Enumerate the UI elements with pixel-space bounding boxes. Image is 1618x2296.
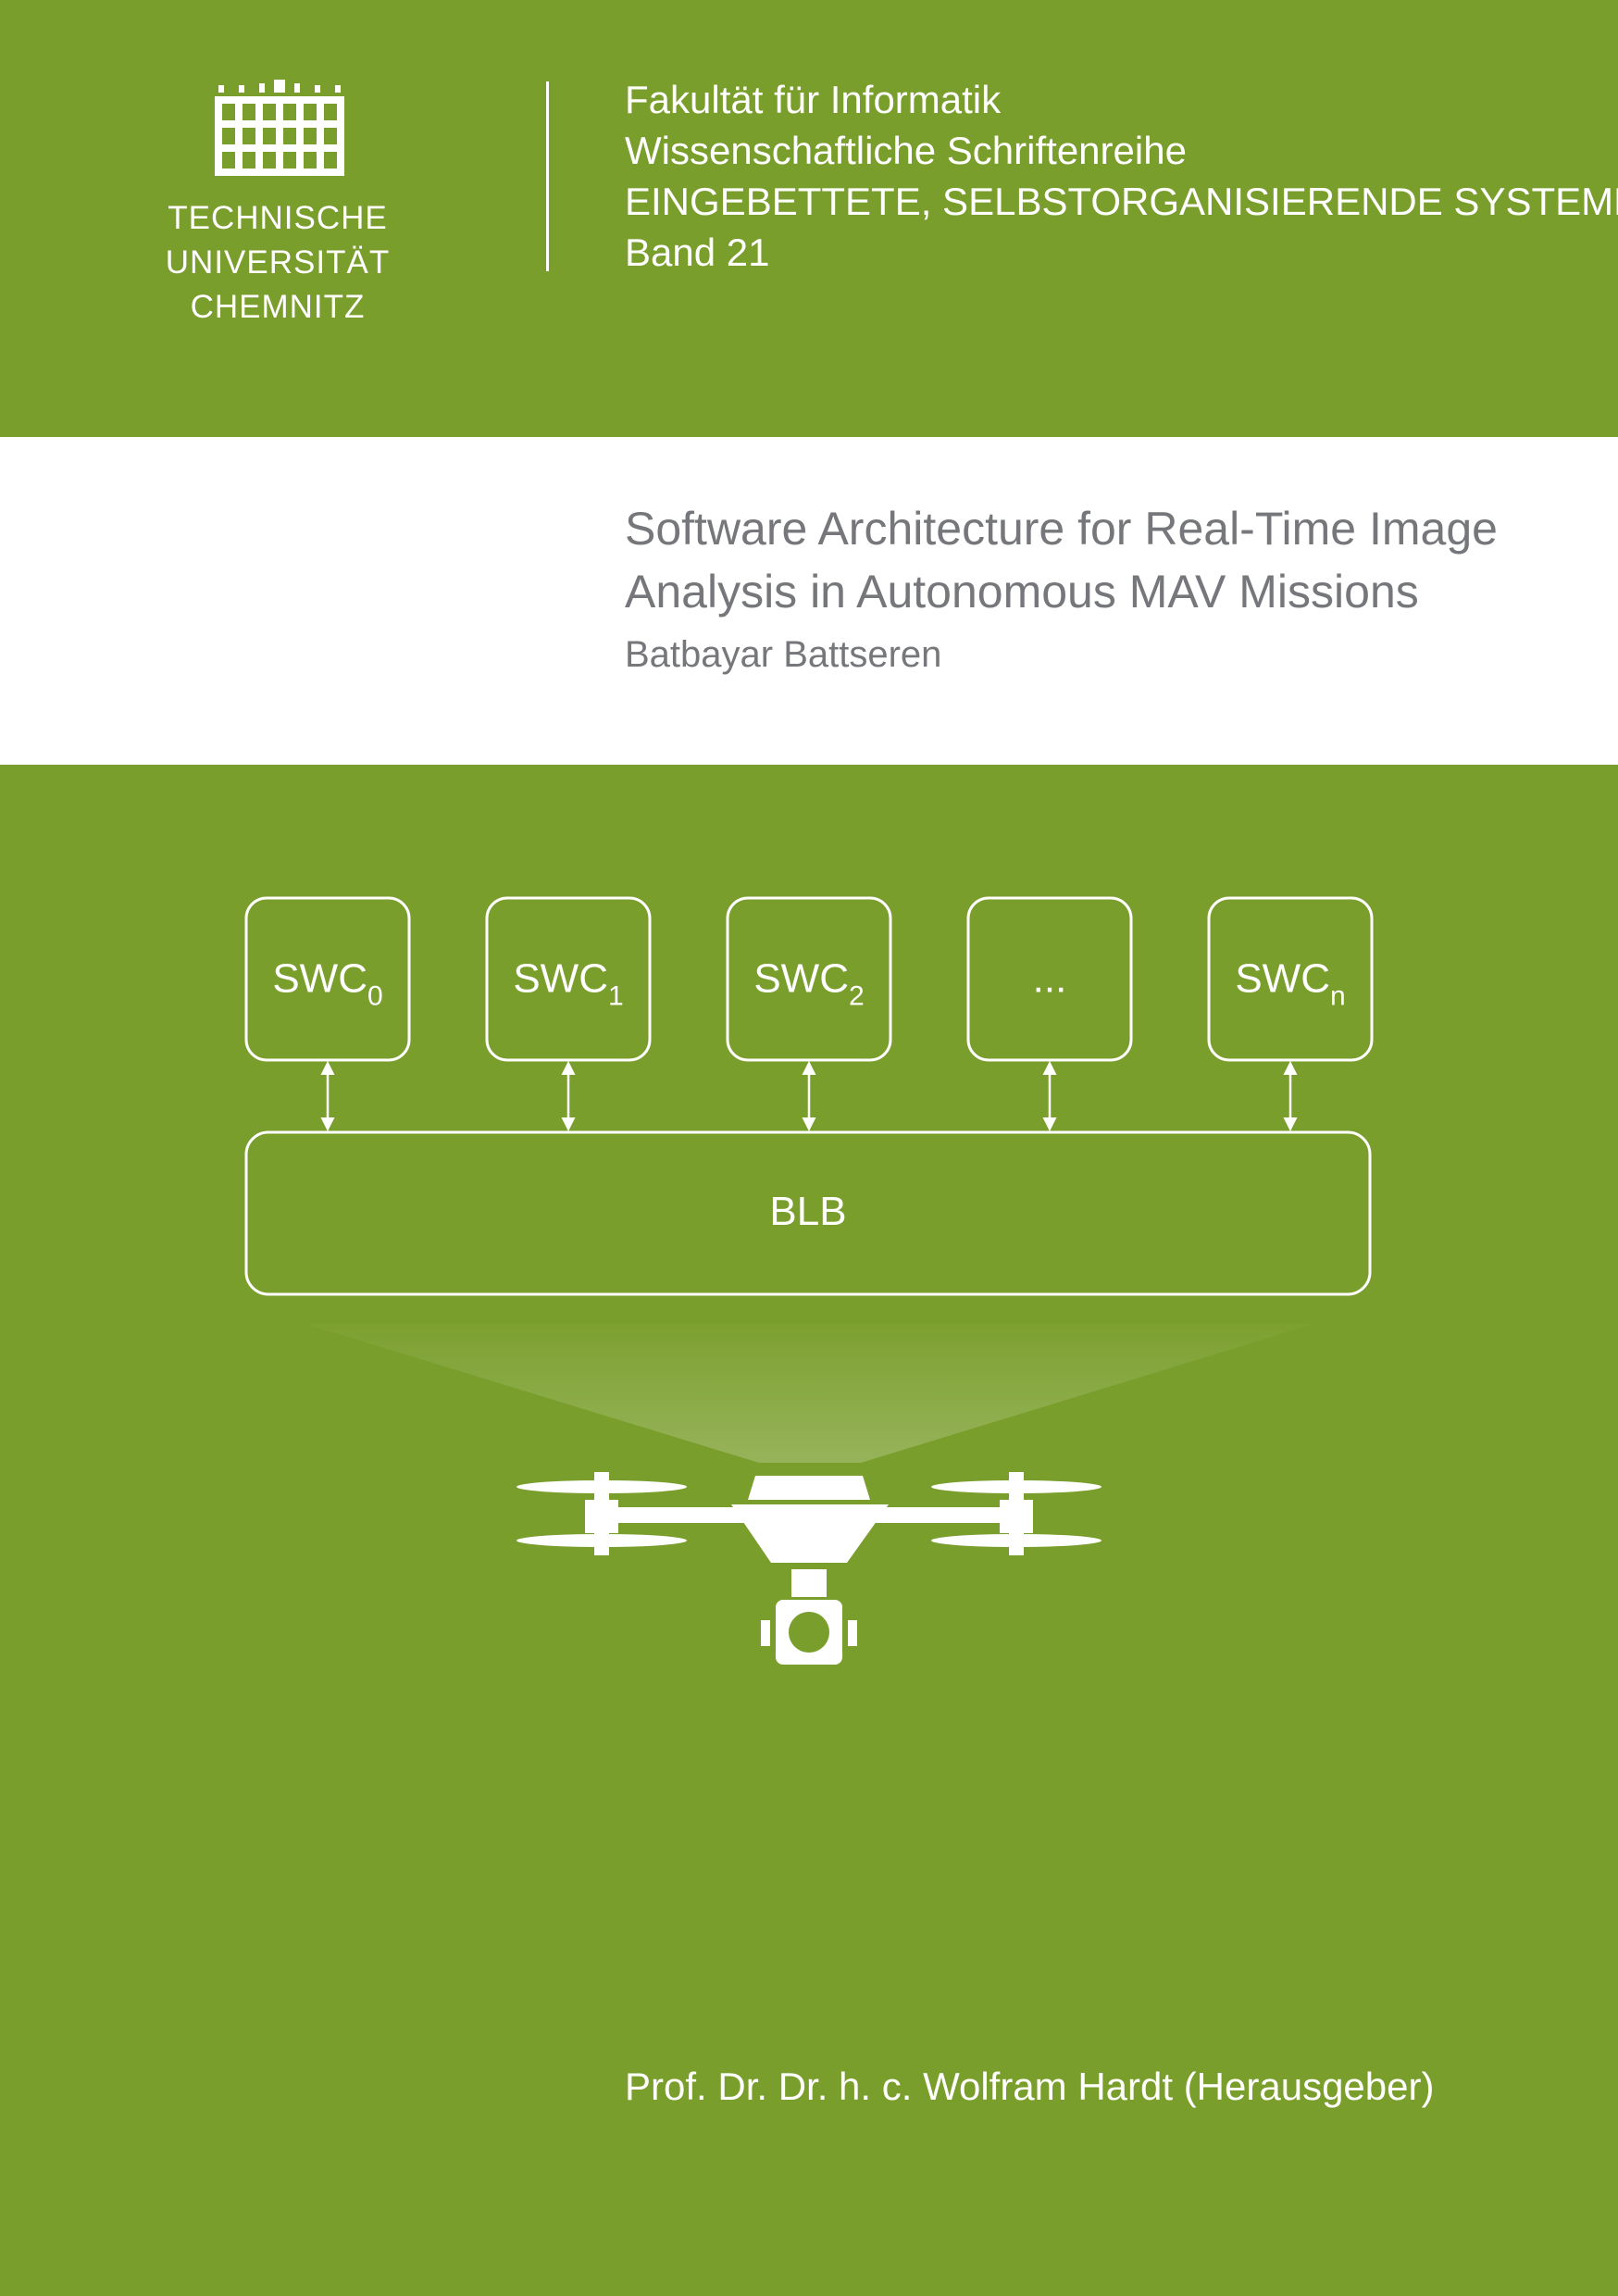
series-label: Wissenschaftliche Schriftenreihe [625,129,1187,172]
book-author: Batbayar Battseren [625,634,942,675]
blb-label: BLB [769,1189,846,1234]
software-component-box: SWC2 [726,896,892,1062]
book-title: Software Architecture for Real-Time Imag… [625,497,1569,623]
blb-bus: BLB [244,1130,1372,1296]
title-block: Software Architecture for Real-Time Imag… [625,497,1569,682]
software-component-label: ... [1033,956,1067,1002]
drone-icon [517,1472,1101,1665]
book-title-line2: Analysis in Autonomous MAV Missions [625,566,1419,618]
header-divider [546,81,549,271]
software-component-box: SWC0 [244,896,411,1062]
university-logo: TECHNISCHE UNIVERSITÄT CHEMNITZ [56,74,500,325]
university-name: TECHNISCHE UNIVERSITÄT CHEMNITZ [56,196,500,330]
software-component-label: SWC0 [272,956,382,1012]
series-name: EINGEBETTETE, SELBSTORGANISIERENDE SYSTE… [625,180,1618,223]
software-component-box: SWCn [1207,896,1374,1062]
camera-beam [305,1324,1314,1463]
title-band [0,437,1618,765]
university-building-icon [215,80,344,176]
editor-credit: Prof. Dr. Dr. h. c. Wolfram Hardt (Herau… [625,2065,1435,2108]
header-band [0,0,1618,437]
software-component-label: SWC2 [753,956,864,1012]
university-name-line1: TECHNISCHE UNIVERSITÄT [165,200,391,281]
software-component-box: SWC1 [485,896,652,1062]
university-name-line2: CHEMNITZ [190,289,366,325]
volume-number: Band 21 [625,231,770,274]
software-component-label: SWCn [1235,956,1345,1012]
series-info: Fakultät für Informatik Wissenschaftlich… [625,74,1618,278]
software-component-box: ... [966,896,1133,1062]
faculty-name: Fakultät für Informatik [625,78,1002,121]
book-title-line1: Software Architecture for Real-Time Imag… [625,503,1498,555]
architecture-diagram: SWC0 SWC1 SWC2... SWCn BLB [244,896,1374,1665]
software-component-label: SWC1 [513,956,623,1012]
